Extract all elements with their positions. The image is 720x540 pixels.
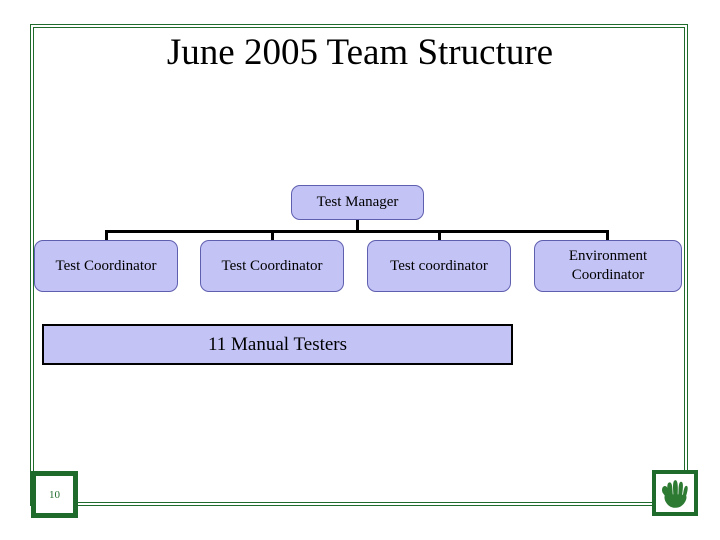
org-node-label: Test Coordinator	[221, 257, 323, 274]
org-node-test-coordinator-1[interactable]: Test Coordinator	[34, 240, 178, 292]
connector-drop-2	[271, 230, 274, 244]
connector-horizontal-bus	[105, 230, 609, 233]
page-title: June 2005 Team Structure	[166, 32, 554, 73]
hand-icon	[659, 476, 691, 510]
connector-drop-4	[606, 230, 609, 244]
org-node-environment-coordinator[interactable]: Environment Coordinator	[534, 240, 682, 292]
page-number-badge: 10	[31, 471, 78, 518]
org-node-manual-testers[interactable]: 11 Manual Testers	[42, 324, 513, 365]
hand-icon-badge[interactable]	[652, 470, 698, 516]
org-node-label: Test Coordinator	[55, 257, 157, 274]
org-node-test-manager[interactable]: Test Manager	[291, 185, 424, 220]
page-number-label: 10	[49, 488, 60, 501]
connector-root-stem	[356, 219, 359, 232]
connector-drop-1	[105, 230, 108, 244]
org-node-test-coordinator-3[interactable]: Test coordinator	[367, 240, 511, 292]
connector-drop-3	[438, 230, 441, 244]
org-node-label: Environment Coordinator	[568, 248, 648, 283]
org-node-label: 11 Manual Testers	[207, 333, 348, 355]
org-node-label: Test coordinator	[390, 257, 488, 274]
org-node-label: Test Manager	[316, 194, 399, 210]
org-node-test-coordinator-2[interactable]: Test Coordinator	[200, 240, 344, 292]
